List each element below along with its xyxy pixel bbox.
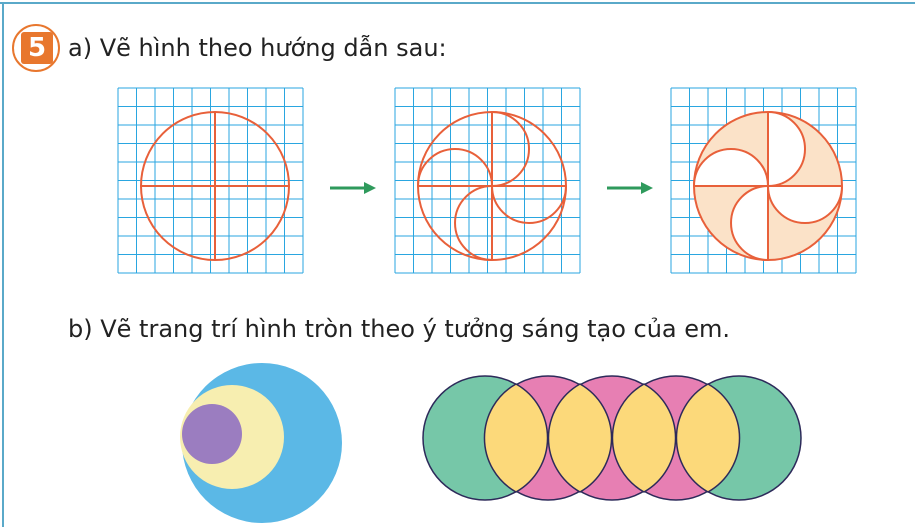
overlapping-circles-design bbox=[422, 375, 802, 501]
nested-circles-design bbox=[180, 363, 342, 523]
grid-lines bbox=[394, 87, 581, 274]
arrow-right-icon bbox=[607, 182, 653, 194]
inner-purple-circle bbox=[182, 404, 242, 464]
frame-left-border bbox=[2, 2, 4, 527]
arc-left bbox=[417, 148, 493, 187]
step2-grid-diagram bbox=[394, 87, 581, 274]
step1-grid-diagram bbox=[117, 87, 304, 274]
frame-top-border bbox=[0, 2, 915, 4]
instruction-part-b: b) Vẽ trang trí hình tròn theo ý tưởng s… bbox=[68, 315, 731, 343]
arc-bottom bbox=[454, 185, 493, 261]
instruction-part-a: a) Vẽ hình theo hướng dẫn sau: bbox=[68, 34, 447, 62]
arc-top bbox=[491, 111, 530, 187]
yellow-lens bbox=[675, 383, 741, 493]
white-petal-top bbox=[768, 112, 805, 186]
yellow-lens bbox=[547, 383, 613, 493]
arc-right bbox=[491, 185, 567, 224]
yellow-lens bbox=[611, 383, 677, 493]
exercise-number: 5 bbox=[21, 32, 53, 64]
arrow-right-icon bbox=[330, 182, 376, 194]
step3-grid-diagram bbox=[670, 87, 857, 274]
grid-lines bbox=[117, 87, 304, 274]
exercise-badge: 5 bbox=[12, 24, 60, 72]
white-petal-right bbox=[768, 186, 842, 223]
white-petal-bottom bbox=[731, 186, 768, 260]
white-petal-left bbox=[694, 149, 768, 186]
yellow-lens bbox=[483, 383, 549, 493]
